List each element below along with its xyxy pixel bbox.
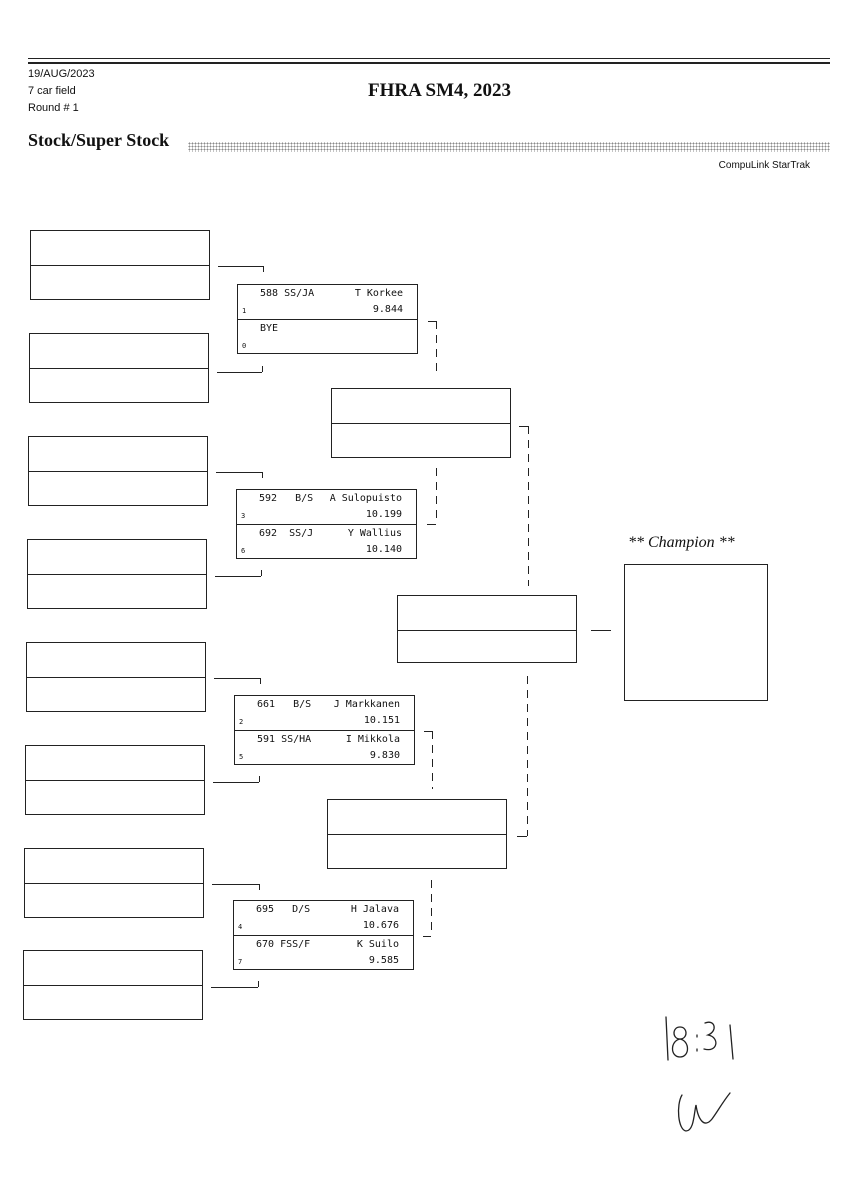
car-number-class: 670 FSS/F (256, 939, 311, 950)
seed-number: 0 (242, 342, 247, 350)
event-title: FHRA SM4, 2023 (368, 80, 512, 101)
connector (423, 936, 431, 937)
dial-in: 10.140 (365, 544, 402, 555)
connector (263, 266, 264, 272)
dashed-connector (436, 321, 437, 377)
driver-name: J Markkanen (333, 699, 400, 710)
connector (211, 987, 258, 988)
driver-name: A Sulopuisto (329, 493, 402, 504)
lane-slot: 591 SS/HA I Mikkola 9.830 5 (235, 731, 414, 765)
round-box-4 (27, 539, 207, 609)
lane-slot: 588 SS/JA T Korkee 9.844 1 (238, 285, 417, 319)
seed-number: 4 (238, 923, 243, 931)
header-rule-bottom (28, 62, 830, 64)
connector (262, 366, 263, 372)
car-number-class: 592 B/S (259, 493, 314, 504)
dashed-connector (431, 880, 432, 936)
champion-box (624, 564, 768, 701)
dashed-connector (527, 676, 528, 836)
event-date: 19/AUG/2023 (28, 68, 95, 80)
driver-name: K Suilo (356, 939, 399, 950)
pairing-box-3: 661 B/S J Markkanen 10.151 2 591 SS/HA I… (234, 695, 415, 765)
bye-label: BYE (260, 323, 279, 334)
title-dot-band (188, 142, 830, 152)
field-size: 7 car field (28, 85, 76, 97)
connector (591, 630, 611, 631)
lane-slot: BYE 0 (238, 320, 417, 354)
driver-name: Y Wallius (347, 528, 402, 539)
connector (214, 678, 260, 679)
round-box-3 (28, 436, 208, 506)
connector (217, 372, 262, 373)
connector (215, 576, 261, 577)
pairing-box-2: 592 B/S A Sulopuisto 10.199 3 692 SS/J Y… (236, 489, 417, 559)
connector (260, 678, 261, 684)
connector (428, 321, 436, 322)
handwritten-time (665, 1016, 669, 1061)
seed-number: 3 (241, 512, 246, 520)
connector (259, 776, 260, 782)
round2-box-1 (331, 388, 511, 458)
round-box-7 (24, 848, 204, 918)
lane-slot: 670 FSS/F K Suilo 9.585 7 (234, 936, 413, 970)
dial-in: 9.585 (368, 955, 399, 966)
lane-slot: 661 B/S J Markkanen 10.151 2 (235, 696, 414, 730)
car-number-class: 661 B/S (257, 699, 312, 710)
connector (262, 472, 263, 478)
lane-slot: 695 D/S H Jalava 10.676 4 (234, 901, 413, 935)
lane-slot: 592 B/S A Sulopuisto 10.199 3 (237, 490, 416, 524)
handwritten-notes (665, 1016, 734, 1132)
class-title: Stock/Super Stock (28, 130, 170, 150)
final-box (397, 595, 577, 663)
round2-box-2 (327, 799, 507, 869)
pairing-box-1: 588 SS/JA T Korkee 9.844 1 BYE 0 (237, 284, 418, 354)
driver-name: H Jalava (350, 904, 399, 915)
connector (212, 884, 259, 885)
connector (216, 472, 262, 473)
dial-in: 10.676 (362, 920, 399, 931)
dial-in: 9.844 (372, 304, 403, 315)
round-box-6 (25, 745, 205, 815)
car-number-class: 588 SS/JA (260, 288, 315, 299)
seed-number: 2 (239, 718, 244, 726)
connector (427, 524, 436, 525)
driver-name: T Korkee (354, 288, 403, 299)
pairing-box-4: 695 D/S H Jalava 10.676 4 670 FSS/F K Su… (233, 900, 414, 970)
seed-number: 7 (238, 958, 243, 966)
driver-name: I Mikkola (345, 734, 400, 745)
software-label: CompuLink StarTrak (718, 160, 810, 171)
dial-in: 9.830 (369, 750, 400, 761)
connector (261, 570, 262, 576)
car-number-class: 591 SS/HA (257, 734, 312, 745)
seed-number: 6 (241, 547, 246, 555)
connector (424, 731, 432, 732)
lane-slot: 692 SS/J Y Wallius 10.140 6 (237, 525, 416, 559)
seed-number: 1 (242, 307, 247, 315)
connector (218, 266, 263, 267)
handwritten-signature (677, 1092, 731, 1132)
dashed-connector (528, 426, 529, 586)
round-box-5 (26, 642, 206, 712)
round-box-1 (30, 230, 210, 300)
car-number-class: 695 D/S (256, 904, 311, 915)
connector (517, 836, 527, 837)
round-box-8 (23, 950, 203, 1020)
car-number-class: 692 SS/J (259, 528, 314, 539)
connector (259, 884, 260, 890)
dial-in: 10.151 (363, 715, 400, 726)
round-number: Round # 1 (28, 102, 79, 114)
connector (519, 426, 528, 427)
champion-label: ** Champion ** (628, 534, 735, 551)
connector (213, 782, 259, 783)
dashed-connector (432, 731, 433, 789)
dashed-connector (436, 468, 437, 524)
dial-in: 10.199 (365, 509, 402, 520)
seed-number: 5 (239, 753, 244, 761)
connector (258, 981, 259, 987)
header-rule-top (28, 58, 830, 59)
round-box-2 (29, 333, 209, 403)
